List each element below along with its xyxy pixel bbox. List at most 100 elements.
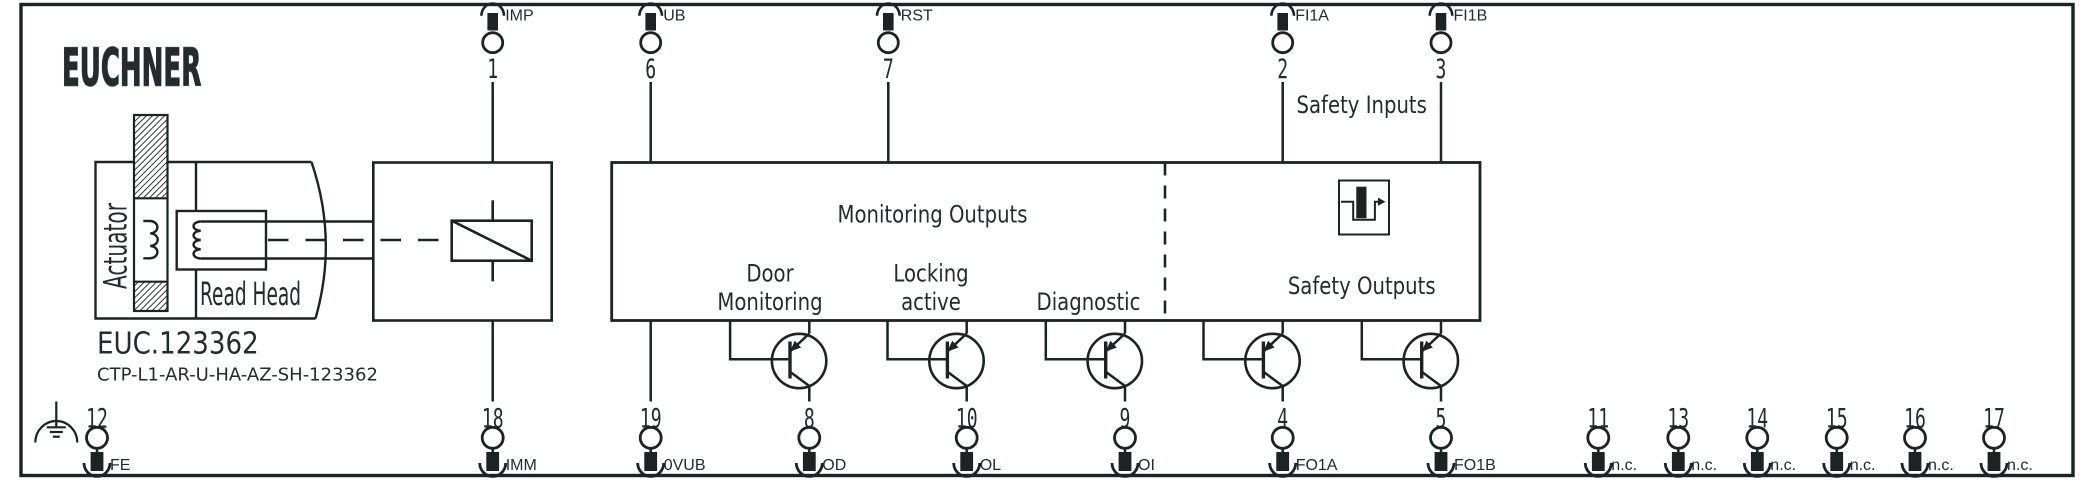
terminal-pin-number: 7: [883, 55, 894, 86]
connector-arc-icon: [480, 2, 506, 16]
guard-lock-icon: [1338, 179, 1390, 236]
read-head-box: [175, 209, 268, 271]
safety-inputs-label: Safety Inputs: [1297, 92, 1427, 119]
brand-logo: EUCHNER: [62, 37, 201, 98]
connector-pin-icon: [960, 452, 974, 471]
connector-arc-icon: [638, 2, 664, 16]
connector-arc-icon: [1900, 462, 1930, 478]
connector-pin-icon: [644, 452, 658, 471]
terminal-pin-number: 14: [1746, 404, 1768, 435]
connector-pin-icon: [487, 13, 498, 31]
terminal-pin-number: 1: [487, 55, 498, 86]
connector-pin-icon: [90, 452, 104, 471]
terminal-signal-label: n.c.: [1611, 457, 1637, 474]
terminal-pin-number: 10: [956, 404, 978, 435]
terminal-signal-label: IMP: [505, 7, 533, 24]
actuator-bar: [132, 113, 169, 313]
device-id: EUC.123362: [97, 326, 259, 361]
connector-arc-icon: [875, 2, 901, 16]
terminal-circle-icon: [876, 31, 900, 55]
terminal-circle-icon: [639, 31, 663, 55]
terminal-signal-label: FI1B: [1454, 7, 1488, 24]
read-head-label: Read Head: [200, 277, 301, 314]
terminal-pin-number: 8: [804, 404, 815, 435]
terminal-pin-number: 12: [86, 404, 108, 435]
actuator-coil-icon: [143, 219, 159, 260]
terminal-pin-number: 11: [1587, 404, 1609, 435]
connector-pin-icon: [1750, 452, 1764, 471]
output-transistor-icon: [1202, 320, 1302, 402]
diagnostic-label: Diagnostic: [1037, 289, 1141, 316]
terminal-signal-label: OL: [980, 457, 1001, 474]
terminal-pin-number: 4: [1277, 404, 1288, 435]
connector-pin-icon: [1118, 452, 1132, 471]
terminal-signal-label: FI1A: [1295, 7, 1329, 24]
terminal-signal-label: FE: [110, 457, 130, 474]
terminal-signal-label: OD: [822, 457, 846, 474]
door-monitoring-label-2: Monitoring: [717, 289, 822, 316]
actuator-label: Actuator: [98, 203, 135, 289]
connector-pin-icon: [1908, 452, 1922, 471]
terminal-bottom-9: 9OI: [1110, 404, 1155, 478]
terminal-signal-label: n.c.: [1691, 457, 1717, 474]
output-transistor-icon: [1360, 320, 1460, 402]
terminal-signal-label: FO1B: [1454, 457, 1496, 474]
connector-arc-icon: [1110, 462, 1140, 478]
terminal-pin-number: 6: [645, 55, 656, 86]
connector-arc-icon: [1426, 462, 1456, 478]
evaluation-box: [371, 161, 553, 322]
terminal-top-6: 6UB: [638, 2, 685, 163]
terminal-bottom-17: 17 n.c.: [1979, 404, 2033, 478]
terminal-pin-number: 5: [1436, 404, 1447, 435]
output-transistor-icon: [886, 320, 985, 402]
connector-pin-icon: [1434, 452, 1448, 471]
terminal-signal-label: IMM: [506, 457, 537, 474]
switch-housing: [94, 160, 328, 320]
connector-pin-icon: [1435, 13, 1447, 31]
locking-active-label-2: active: [901, 289, 961, 316]
terminal-bottom-16: 16 n.c.: [1900, 404, 1954, 478]
connector-pin-icon: [1671, 452, 1685, 471]
terminal-bottom-15: 15n.c.: [1822, 404, 1875, 478]
terminal-pin-number: 3: [1436, 55, 1447, 86]
terminal-pin-number: 13: [1667, 404, 1689, 435]
connector-arc-icon: [82, 462, 112, 478]
connector-pin-icon: [1830, 452, 1844, 471]
terminal-pin-number: 16: [1904, 404, 1926, 435]
connector-pin-icon: [645, 13, 656, 31]
connector-arc-icon: [1428, 2, 1454, 16]
terminal-pin-number: 2: [1277, 55, 1288, 86]
connector-arc-icon: [478, 462, 508, 478]
safety-outputs-label: Safety Outputs: [1288, 273, 1436, 300]
door-monitoring-label-1: Door: [746, 261, 794, 288]
terminal-pin-number: 17: [1983, 404, 2005, 435]
monitoring-outputs-label: Monitoring Outputs: [837, 202, 1027, 229]
output-transistor-icon: [728, 320, 828, 402]
connector-pin-icon: [883, 13, 894, 31]
connector-arc-icon: [1742, 462, 1772, 478]
terminal-signal-label: n.c.: [2007, 457, 2033, 474]
terminal-pin-number: 19: [640, 404, 662, 435]
terminal-signal-label: n.c.: [1928, 457, 1954, 474]
terminal-circle-icon: [1271, 31, 1295, 55]
connector-pin-icon: [1987, 452, 2001, 471]
terminal-top-7: 7 RST: [875, 2, 933, 163]
read-head-coil-icon: [192, 220, 374, 260]
terminal-circle-icon: [1429, 31, 1453, 55]
terminal-signal-label: RST: [901, 7, 933, 24]
connector-arc-icon: [1979, 462, 2009, 478]
connector-pin-icon: [1591, 452, 1605, 471]
locking-active-label-1: Locking: [893, 261, 968, 288]
terminal-signal-label: OI: [1138, 457, 1155, 474]
terminal-pin-number: 9: [1120, 404, 1131, 435]
terminal-bottom-11: 11 n.c.: [1583, 404, 1637, 478]
terminal-bottom-14: 14n.c.: [1742, 404, 1796, 478]
terminal-bottom-13: 13 n.c.: [1663, 404, 1717, 478]
connector-arc-icon: [1583, 462, 1613, 478]
